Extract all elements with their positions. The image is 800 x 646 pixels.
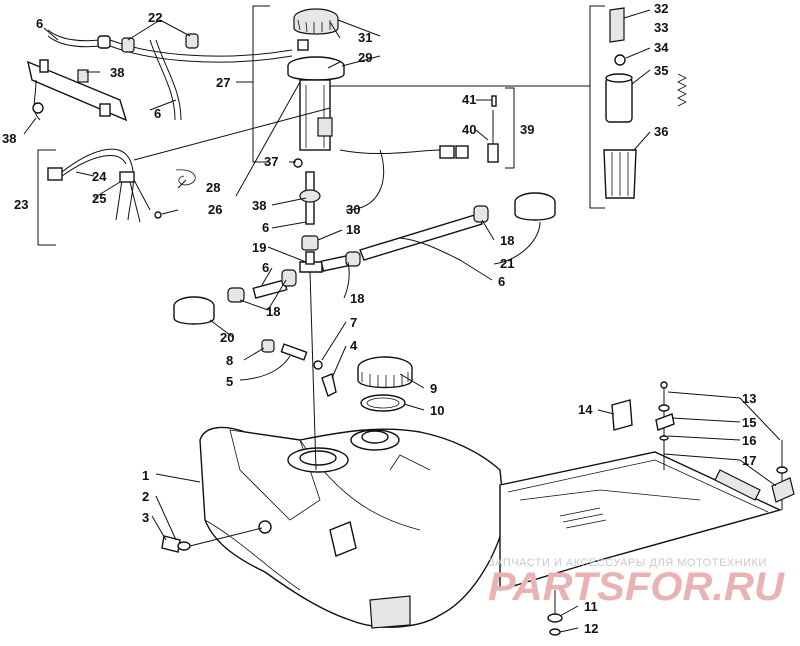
callout-40: 40: [462, 122, 476, 137]
callout-37: 37: [264, 154, 278, 169]
callout-19: 19: [252, 240, 266, 255]
callout-18-left: 18: [266, 304, 280, 319]
callout-2: 2: [142, 489, 149, 504]
watermark-tagline: ЗАПЧАСТИ И АКСЕССУАРЫ ДЛЯ МОТОТЕХНИКИ: [488, 557, 767, 569]
callout-38-rail: 38: [110, 65, 124, 80]
bracket: [611, 399, 633, 431]
callout-10: 10: [430, 403, 444, 418]
center-fuel-lines: [227, 171, 489, 471]
callout-16: 16: [742, 433, 756, 448]
callout-7: 7: [350, 315, 357, 330]
callout-17: 17: [742, 453, 756, 468]
callout-13: 13: [742, 391, 756, 406]
fuel-pump-assembly: [287, 8, 345, 168]
callout-6-top-left: 6: [36, 16, 43, 31]
callout-18-right: 18: [500, 233, 514, 248]
fuel-pickup-filters: [173, 192, 556, 325]
callout-38-left: 38: [2, 131, 16, 146]
callout-6-stem: 6: [262, 220, 269, 235]
callout-36: 36: [654, 124, 668, 139]
callout-35: 35: [654, 63, 668, 78]
callout-4: 4: [350, 338, 358, 353]
callout-20: 20: [220, 330, 234, 345]
callout-27: 27: [216, 75, 230, 90]
bottom-hardware: [547, 590, 563, 636]
callout-14: 14: [578, 402, 593, 417]
fuel-tank: [199, 426, 506, 629]
callout-31: 31: [358, 30, 372, 45]
fuel-cap: [357, 356, 413, 389]
callout-labels: 1 2 3 4 5 6 6 6 6 6 7 8 9 10 11 12 13 14…: [2, 1, 756, 636]
callout-26: 26: [208, 202, 222, 217]
callout-22: 22: [148, 10, 162, 25]
callout-8: 8: [226, 353, 233, 368]
callout-29: 29: [358, 50, 372, 65]
callout-5: 5: [226, 374, 233, 389]
callout-25: 25: [92, 191, 106, 206]
callout-33: 33: [654, 20, 668, 35]
callout-32: 32: [654, 1, 668, 16]
callout-38-stem: 38: [252, 198, 266, 213]
callout-30: 30: [346, 202, 360, 217]
callout-41: 41: [462, 92, 476, 107]
leader-lines: [23, 9, 781, 633]
callout-18-center: 18: [350, 291, 364, 306]
callout-15: 15: [742, 415, 756, 430]
callout-12: 12: [584, 621, 598, 636]
callout-6-rail: 6: [154, 106, 161, 121]
callout-24: 24: [92, 169, 107, 184]
side-hardware: [161, 527, 263, 553]
sender-wire: [339, 95, 499, 163]
group-brackets: [37, 5, 605, 246]
mounting-hardware: [655, 381, 795, 510]
wiring-harness: [47, 148, 196, 223]
callout-1: 1: [142, 468, 149, 483]
watermark-logo: PARTSFOR.RU: [488, 565, 785, 609]
vent-rail: [27, 59, 128, 122]
vent-fitting: [321, 373, 337, 397]
callout-6-left-hose: 6: [262, 260, 269, 275]
watermark: ЗАПЧАСТИ И АКСЕССУАРЫ ДЛЯ МОТОТЕХНИКИ PA…: [488, 557, 785, 609]
vent-hoses: [47, 29, 293, 121]
callout-3: 3: [142, 510, 149, 525]
callout-9: 9: [430, 381, 437, 396]
cap-gasket: [360, 394, 406, 412]
callout-39: 39: [520, 122, 534, 137]
callout-18-stem: 18: [346, 222, 360, 237]
callout-23: 23: [14, 197, 28, 212]
callout-6-right-hose: 6: [498, 274, 505, 289]
callout-28: 28: [206, 180, 220, 195]
callout-11: 11: [584, 599, 598, 614]
callout-21: 21: [500, 256, 514, 271]
callout-34: 34: [654, 40, 669, 55]
skid-plate: [499, 451, 783, 591]
pump-internals: [603, 7, 687, 199]
